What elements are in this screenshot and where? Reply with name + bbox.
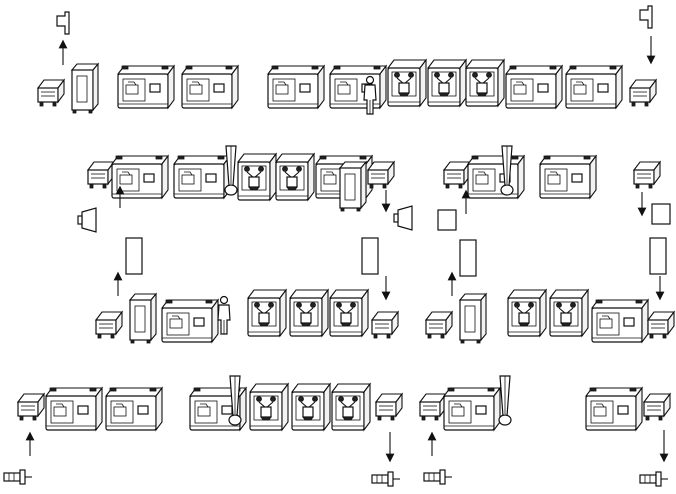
conveyor-in: [443, 161, 471, 189]
conveyor-out: [375, 393, 403, 421]
part-icon: [56, 11, 70, 35]
press-2: [291, 383, 331, 431]
part-plug-icon: [3, 469, 33, 485]
press-2: [289, 289, 329, 337]
press-1: [237, 153, 277, 201]
press-1: [247, 289, 287, 337]
mill-1: [161, 299, 219, 343]
row-3a: [95, 237, 399, 344]
part-bar-icon: [649, 237, 667, 275]
mill-1: [467, 155, 525, 199]
mill-2: [539, 155, 597, 199]
gantry: [498, 375, 512, 426]
part-icon: [639, 5, 653, 29]
conveyor-in: [87, 161, 115, 189]
row-3b: [425, 237, 675, 344]
press-2: [427, 59, 467, 107]
press-1: [249, 383, 289, 431]
press-3: [331, 383, 371, 431]
mill-6: [565, 65, 623, 109]
press-3: [465, 59, 505, 107]
operator: [217, 295, 231, 335]
mill-2: [585, 387, 643, 431]
mill-2: [181, 65, 239, 109]
row-1: [37, 5, 657, 115]
part-bar-icon: [459, 239, 477, 277]
press-1: [507, 289, 547, 337]
part-cone-icon: [77, 207, 97, 233]
conveyor-in: [425, 311, 453, 339]
mill-4: [329, 65, 387, 109]
conveyor-out: [367, 161, 395, 189]
part-plug-icon: [371, 471, 401, 487]
part-plug-icon: [639, 471, 669, 487]
mill-1: [117, 65, 175, 109]
mill-1: [591, 299, 649, 343]
part-plug-icon: [423, 469, 453, 485]
row-4b: [419, 375, 671, 487]
row-2b: [437, 145, 671, 231]
loader: [459, 293, 487, 344]
conveyor-in: [419, 393, 447, 421]
mill-1: [443, 387, 501, 431]
row-2a: [77, 145, 413, 233]
conveyor-out: [647, 311, 675, 339]
mill-2: [105, 387, 163, 431]
loader: [71, 63, 99, 114]
mill-2: [173, 155, 231, 199]
part-bar-icon: [361, 237, 379, 275]
row-4a: [3, 375, 403, 487]
conveyor-out: [371, 311, 399, 339]
press-1: [387, 59, 427, 107]
mill-1: [45, 387, 103, 431]
conveyor-in: [17, 393, 45, 421]
mill-3: [267, 65, 325, 109]
part-block-icon: [437, 209, 457, 231]
press-3: [329, 289, 369, 337]
loader: [339, 161, 367, 212]
conveyor-out: [633, 161, 661, 189]
part-block-icon: [651, 203, 671, 225]
press-2: [275, 153, 315, 201]
conveyor-out: [643, 393, 671, 421]
press-2: [549, 289, 589, 337]
conveyor-in: [37, 79, 65, 107]
loader: [129, 293, 157, 344]
mill-5: [505, 65, 563, 109]
part-cone-icon: [393, 205, 413, 231]
conveyor-out: [629, 79, 657, 107]
part-bar-icon: [125, 237, 143, 275]
conveyor-in: [95, 311, 123, 339]
